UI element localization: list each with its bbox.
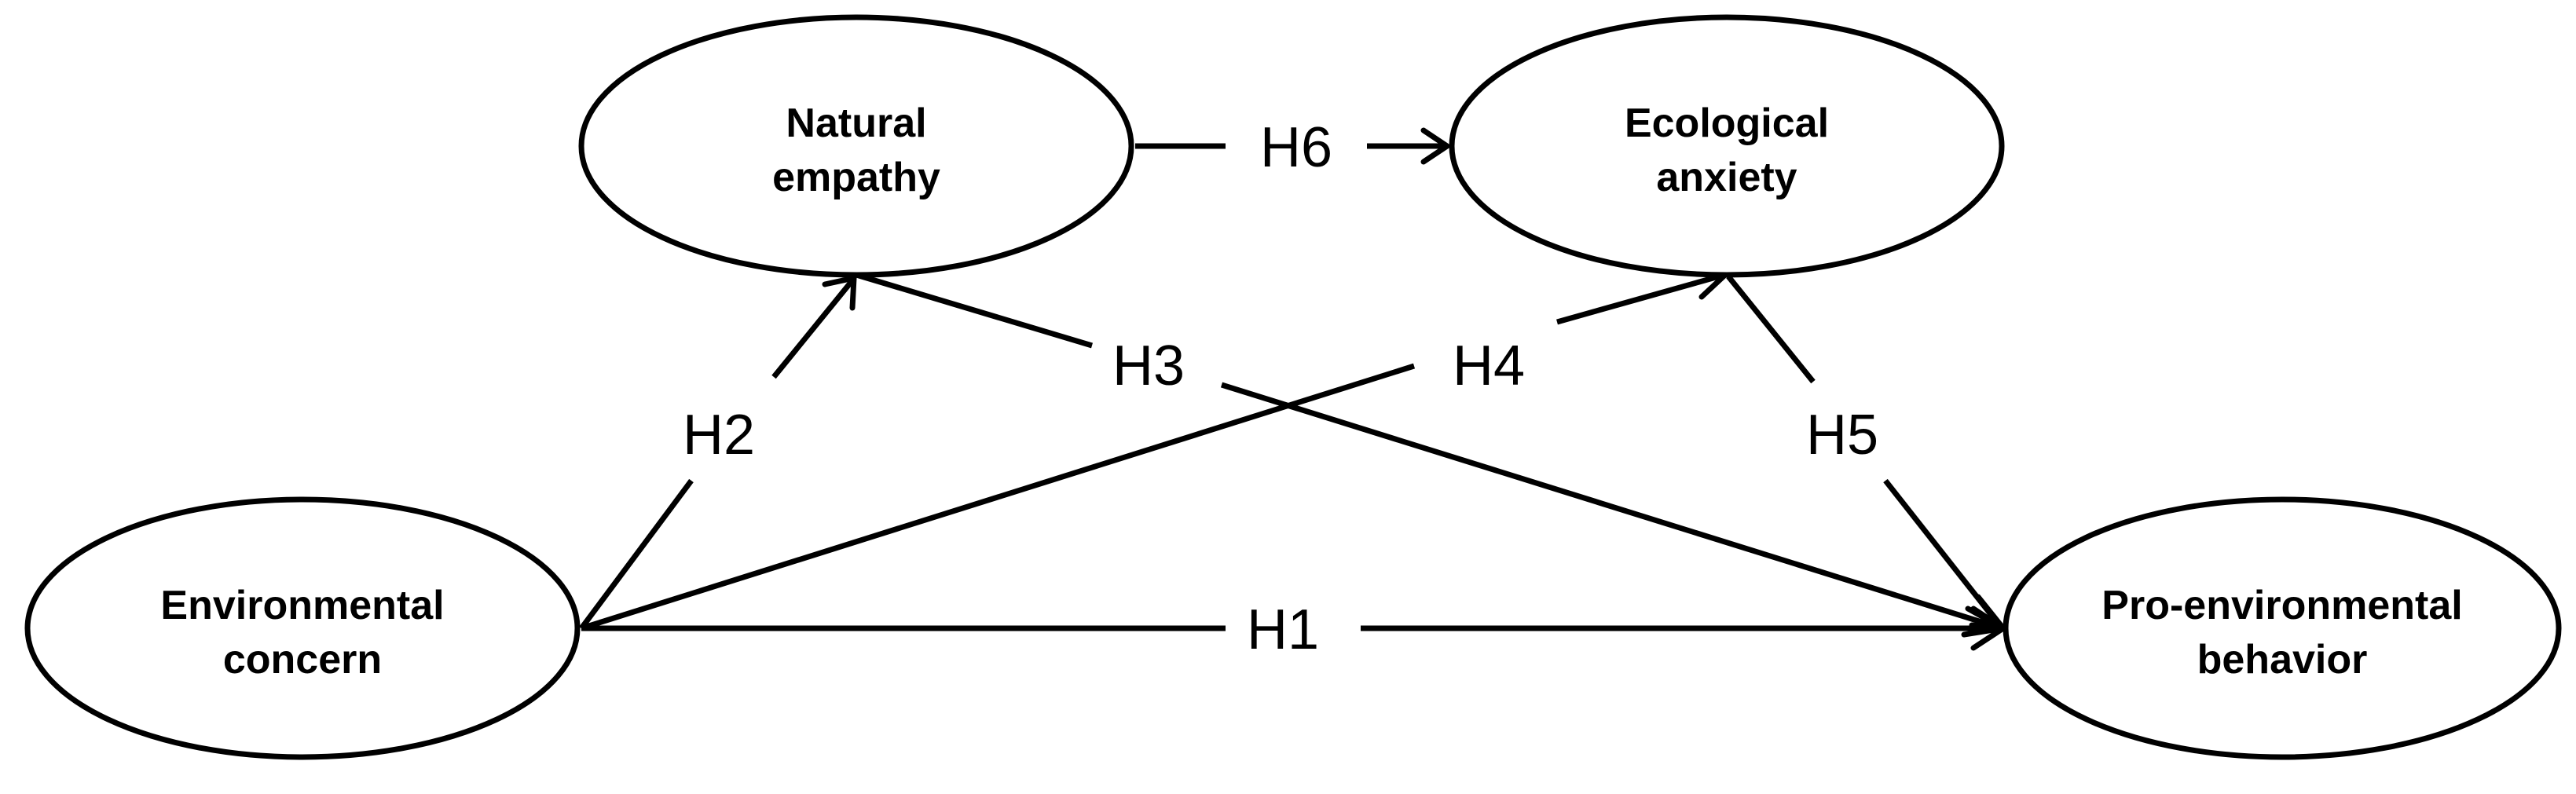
node-environmental-concern: Environmental concern bbox=[24, 496, 581, 760]
node-ecological-anxiety-line1: Ecological bbox=[1625, 101, 1829, 146]
node-pro-environmental-behavior-line2: behavior bbox=[2197, 637, 2368, 682]
edge-h3 bbox=[855, 272, 2003, 631]
edge-label-h1: H1 bbox=[1247, 598, 1319, 661]
node-ecological-anxiety: Ecological anxiety bbox=[1449, 14, 2005, 278]
edge-label-h3: H3 bbox=[1112, 335, 1185, 397]
edge-label-h4: H4 bbox=[1453, 335, 1525, 397]
node-ecological-anxiety-line2: anxiety bbox=[1656, 155, 1797, 200]
edge-label-h2: H2 bbox=[683, 404, 755, 467]
node-natural-empathy-line1: Natural bbox=[786, 101, 926, 146]
edge-h6 bbox=[1135, 127, 1450, 165]
node-pro-environmental-behavior: Pro-environmental behavior bbox=[2003, 496, 2562, 760]
edge-label-h6: H6 bbox=[1260, 116, 1332, 179]
node-environmental-concern-line1: Environmental bbox=[160, 583, 444, 628]
node-environmental-concern-line2: concern bbox=[223, 637, 382, 682]
edge-h2 bbox=[579, 275, 857, 631]
arrowhead-h6 bbox=[1420, 127, 1450, 165]
node-natural-empathy: Natural empathy bbox=[578, 14, 1134, 278]
node-pro-environmental-behavior-line1: Pro-environmental bbox=[2101, 583, 2462, 628]
edge-label-h5: H5 bbox=[1806, 404, 1878, 467]
node-natural-empathy-line2: empathy bbox=[772, 155, 940, 200]
arrowhead-h2 bbox=[822, 275, 857, 311]
